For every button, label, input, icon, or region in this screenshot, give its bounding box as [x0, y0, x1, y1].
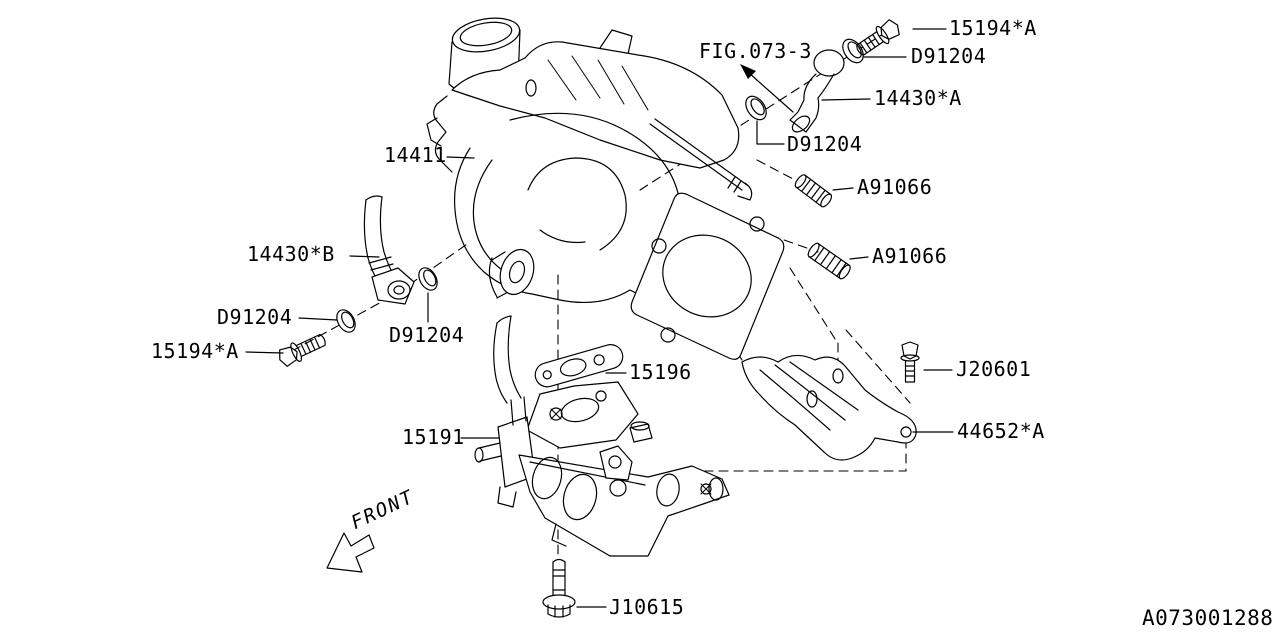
callout-14411: 14411 [384, 143, 447, 167]
callout-a91066-upper: A91066 [857, 175, 933, 199]
callout-a91066-lower: A91066 [872, 244, 948, 268]
hose-14430b-drawing [363, 195, 415, 305]
diagram-code: A073001288 [1142, 606, 1274, 630]
stud-a91066-lower-drawing [807, 242, 851, 280]
callout-d91204-mid: D91204 [787, 132, 863, 156]
washer-d91204-right-drawing [418, 267, 438, 291]
bolt-15194a-left-drawing [279, 333, 326, 367]
heat-shield-44652a-drawing [741, 354, 917, 461]
fig-reference-arrow [740, 64, 794, 113]
air-duct-15191-drawing [474, 381, 730, 557]
callout-14430b: 14430*B [247, 242, 335, 266]
callout-15196: 15196 [629, 360, 692, 384]
hose-14430a-drawing [789, 49, 845, 133]
washer-d91204-mid-drawing [745, 95, 767, 121]
callout-15194a-left: 15194*A [151, 339, 239, 363]
callout-15194a-top: 15194*A [949, 16, 1037, 40]
bolt-j10615-drawing [542, 558, 576, 618]
bolt-j20601-drawing [900, 341, 920, 383]
callout-d91204-left: D91204 [217, 305, 293, 329]
callout-44652a: 44652*A [957, 419, 1045, 443]
washer-d91204-top-drawing [842, 38, 864, 64]
callout-d91204-right: D91204 [389, 323, 465, 347]
stud-a91066-upper-drawing [794, 174, 833, 208]
callout-15191: 15191 [402, 425, 465, 449]
callout-leader-lines [245, 28, 954, 608]
callout-14430a: 14430*A [874, 86, 962, 110]
washer-d91204-left-drawing [336, 309, 356, 333]
front-arrow [326, 532, 375, 573]
fig-reference-label: FIG.073-3 [699, 39, 812, 63]
turbocharger-drawing [426, 17, 785, 360]
callout-d91204-top: D91204 [911, 44, 987, 68]
duct-pipe-drawing [493, 315, 522, 404]
gasket-15196-drawing [534, 344, 624, 388]
callout-j10615: J10615 [609, 595, 685, 619]
callout-j20601: J20601 [956, 357, 1032, 381]
bolt-15194a-top-drawing [856, 19, 900, 56]
